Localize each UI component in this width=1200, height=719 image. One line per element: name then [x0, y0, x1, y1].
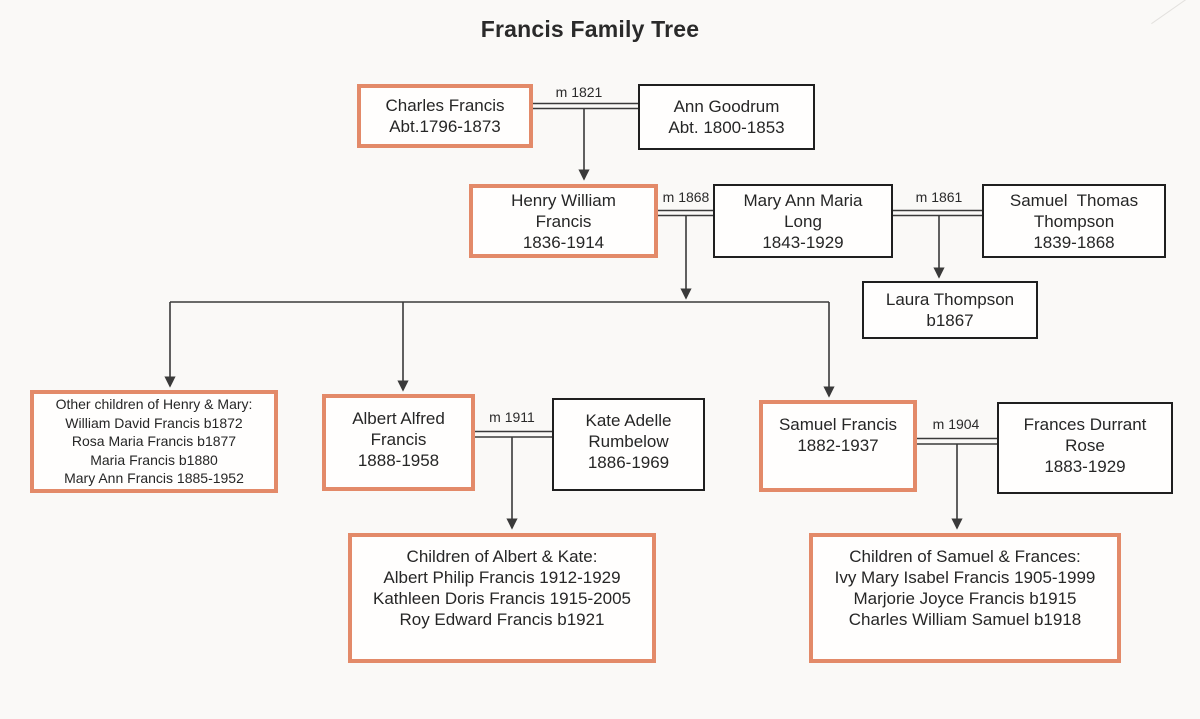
marriage-label-mary-samuel-thompson: m 1861 [915, 189, 963, 205]
child-entry: Marjorie Joyce Francis b1915 [853, 589, 1077, 608]
person-name: Francis [535, 211, 592, 231]
person-dates: 1888-1958 [357, 451, 440, 470]
child-entry: Maria Francis b1880 [90, 451, 218, 468]
marriage-label-charles-ann: m 1821 [555, 84, 603, 100]
person-dates: Abt.1796-1873 [389, 117, 501, 136]
marriage-line-charles-ann [533, 102, 638, 110]
person-name: Ann Goodrum [673, 97, 780, 116]
page-title: Francis Family Tree [480, 16, 700, 42]
person-name: Mary Ann Maria [743, 190, 863, 210]
group-heading: Other children of Henry & Mary: [55, 396, 253, 413]
person-name: Frances Durrant [1023, 415, 1147, 434]
marriage-line-samuel-frances [917, 437, 997, 445]
marriage-label-samuel-frances: m 1904 [932, 416, 980, 432]
person-dates: 1886-1969 [587, 453, 670, 472]
person-name: Thompson [1033, 211, 1115, 231]
marriage-label-henry-mary: m 1868 [662, 189, 710, 205]
person-name: Samuel Thomas [1009, 190, 1139, 210]
person-box-ann-goodrum: Ann Goodrum Abt. 1800-1853 [638, 84, 815, 150]
child-entry: William David Francis b1872 [65, 414, 243, 431]
child-entry: Roy Edward Francis b1921 [399, 610, 605, 629]
person-name: Francis [370, 430, 427, 449]
person-box-frances-durrant-rose: Frances Durrant Rose 1883-1929 [997, 402, 1173, 494]
person-dates: 1839-1868 [1033, 232, 1115, 252]
child-entry: Ivy Mary Isabel Francis 1905-1999 [834, 568, 1096, 587]
marriage-line-albert-kate [475, 430, 552, 438]
scan-edge-artifact [1151, 0, 1200, 25]
group-box-children-samuel-frances: Children of Samuel & Frances: Ivy Mary I… [809, 533, 1121, 663]
person-box-henry-william-francis: Henry William Francis 1836-1914 [469, 184, 658, 258]
person-box-samuel-francis: Samuel Francis 1882-1937 [759, 400, 917, 492]
group-heading: Children of Albert & Kate: [406, 547, 598, 566]
marriage-line-henry-mary [658, 209, 713, 217]
person-box-albert-alfred-francis: Albert Alfred Francis 1888-1958 [322, 394, 475, 491]
person-dates: 1836-1914 [522, 232, 605, 252]
person-box-laura-thompson: Laura Thompson b1867 [862, 281, 1038, 339]
child-entry: Rosa Maria Francis b1877 [71, 433, 237, 450]
person-name: Albert Alfred [352, 409, 445, 428]
person-box-charles-francis: Charles Francis Abt.1796-1873 [357, 84, 533, 148]
group-box-other-children-henry-mary: Other children of Henry & Mary: William … [30, 390, 278, 493]
person-name: Long [784, 211, 822, 231]
person-name: Rumbelow [588, 432, 669, 451]
group-box-children-albert-kate: Children of Albert & Kate: Albert Philip… [348, 533, 656, 663]
person-dates: 1882-1937 [797, 436, 879, 455]
person-name: Samuel Francis [778, 415, 898, 434]
child-entry: Mary Ann Francis 1885-1952 [64, 470, 244, 487]
person-box-mary-ann-maria-long: Mary Ann Maria Long 1843-1929 [713, 184, 893, 258]
marriage-line-mary-samuel-thompson [893, 209, 982, 217]
child-entry: Charles William Samuel b1918 [848, 610, 1082, 629]
child-entry: Albert Philip Francis 1912-1929 [383, 568, 621, 587]
person-dates: 1843-1929 [762, 232, 844, 252]
child-entry: Kathleen Doris Francis 1915-2005 [373, 589, 631, 608]
person-name: Charles Francis [385, 96, 505, 115]
person-box-samuel-thomas-thompson: Samuel Thomas Thompson 1839-1868 [982, 184, 1166, 258]
person-name: Rose [1065, 436, 1105, 455]
person-dates: Abt. 1800-1853 [668, 118, 785, 137]
person-dates: 1883-1929 [1044, 457, 1126, 476]
group-heading: Children of Samuel & Frances: [849, 547, 1081, 566]
person-box-kate-adelle-rumbelow: Kate Adelle Rumbelow 1886-1969 [552, 398, 705, 491]
marriage-label-albert-kate: m 1911 [489, 409, 535, 425]
person-name: Laura Thompson [885, 290, 1015, 309]
person-name: Henry William [511, 190, 616, 210]
person-dates: b1867 [926, 311, 974, 330]
person-name: Kate Adelle [585, 411, 672, 430]
